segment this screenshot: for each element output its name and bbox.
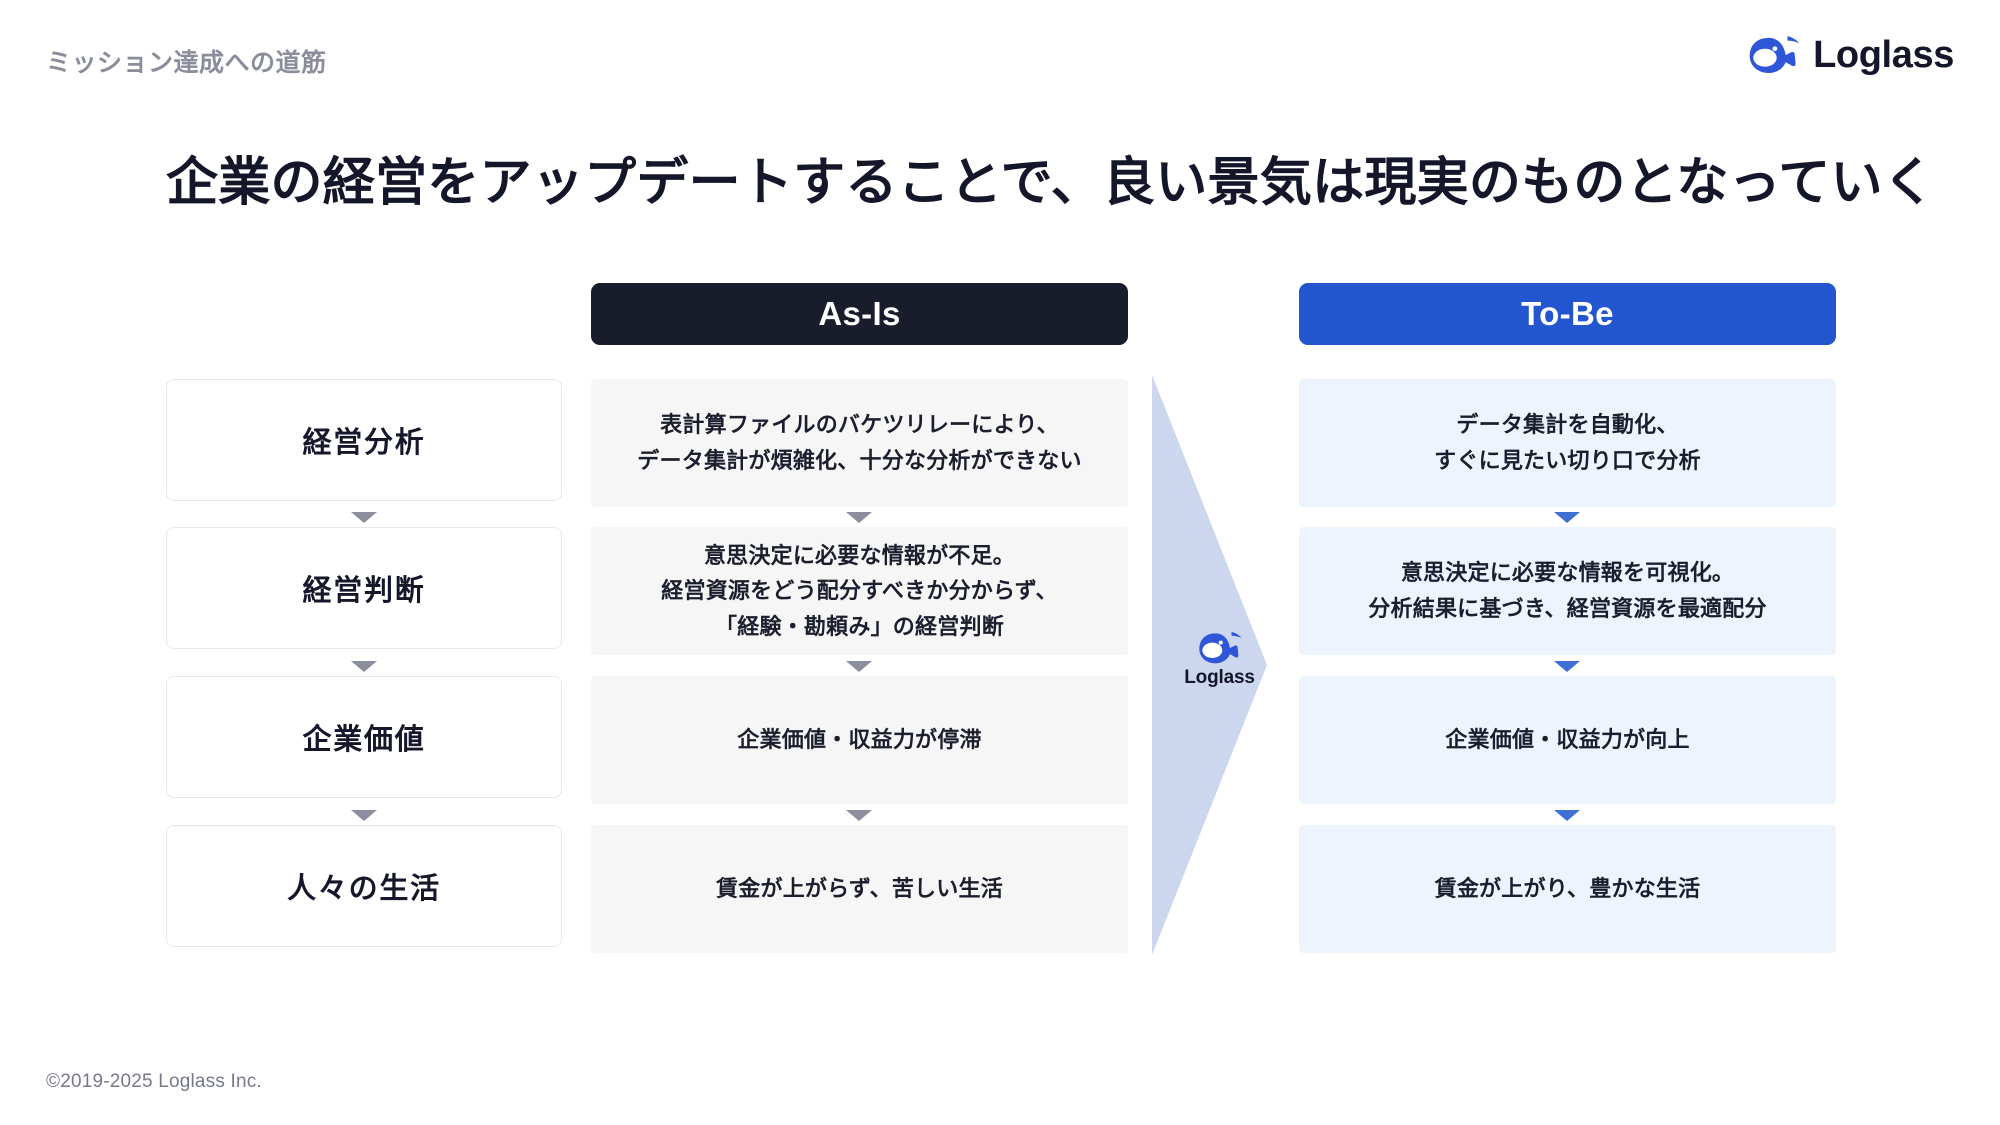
- center-loglass-wordmark: Loglass: [1184, 667, 1255, 688]
- slide-eyebrow: ミッション達成への道筋: [46, 49, 327, 77]
- triangle-down-icon: [1554, 810, 1580, 821]
- tobe-cell-1: データ集計を自動化、すぐに見たい切り口で分析: [1299, 379, 1836, 507]
- column-header-tobe-label: To-Be: [1521, 295, 1614, 332]
- copyright-footer: ©2019-2025 Loglass Inc.: [46, 1071, 262, 1092]
- whale-icon: [1197, 630, 1243, 666]
- row-label-3: 企業価値: [166, 676, 562, 798]
- triangle-down-icon: [846, 512, 872, 523]
- column-header-asis: As-Is: [591, 283, 1128, 345]
- triangle-down-icon: [1554, 661, 1580, 672]
- tobe-cell-3: 企業価値・収益力が向上: [1299, 676, 1836, 804]
- triangle-down-icon: [1554, 512, 1580, 523]
- whale-icon: [1747, 34, 1801, 76]
- center-loglass-logo: Loglass: [1172, 630, 1267, 687]
- tobe-cell-4: 賃金が上がり、豊かな生活: [1299, 825, 1836, 953]
- tobe-cell-2: 意思決定に必要な情報を可視化。分析結果に基づき、経営資源を最適配分: [1299, 527, 1836, 655]
- row-label-4: 人々の生活: [166, 825, 562, 947]
- triangle-down-icon: [846, 661, 872, 672]
- loglass-logo: Loglass: [1747, 34, 1954, 76]
- asis-cell-2: 意思決定に必要な情報が不足。経営資源をどう配分すべきか分からず、「経験・勘頼み」…: [591, 527, 1128, 655]
- loglass-wordmark: Loglass: [1813, 34, 1954, 76]
- column-header-asis-label: As-Is: [818, 295, 901, 332]
- row-label-2: 経営判断: [166, 527, 562, 649]
- asis-cell-3: 企業価値・収益力が停滞: [591, 676, 1128, 804]
- row-label-1: 経営分析: [166, 379, 562, 501]
- triangle-down-icon: [846, 810, 872, 821]
- triangle-down-icon: [351, 661, 377, 672]
- asis-cell-1: 表計算ファイルのバケツリレーにより、データ集計が煩雑化、十分な分析ができない: [591, 379, 1128, 507]
- asis-cell-4: 賃金が上がらず、苦しい生活: [591, 825, 1128, 953]
- column-header-tobe: To-Be: [1299, 283, 1836, 345]
- triangle-down-icon: [351, 512, 377, 523]
- page-title: 企業の経営をアップデートすることで、良い景気は現実のものとなっていく: [166, 154, 1936, 212]
- triangle-down-icon: [351, 810, 377, 821]
